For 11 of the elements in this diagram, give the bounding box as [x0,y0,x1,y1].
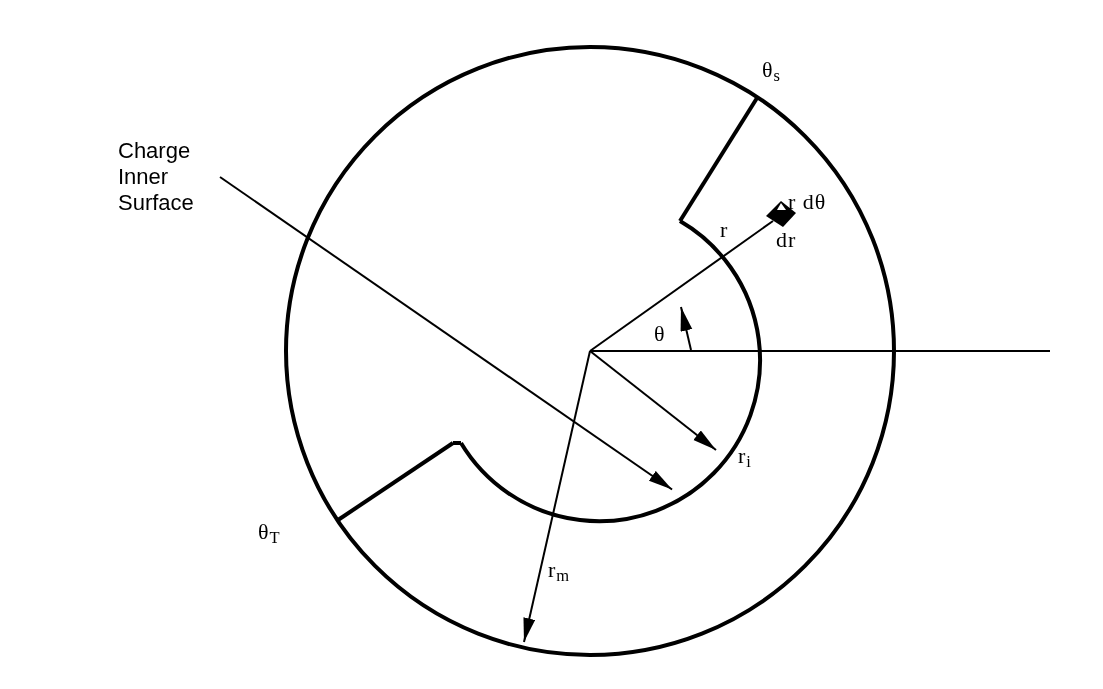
callout-text: Charge Inner Surface [118,138,218,216]
leader-arrow [219,176,674,491]
symbol-label: θ$_{T}$ [258,520,281,544]
symbol-label: θ$_{s}$ [762,58,781,82]
symbol-label: r dθ [788,190,827,214]
symbol-label: r$_{m}$ [548,558,571,582]
symbol-label: dr [776,228,797,252]
symbol-label: θ [654,322,666,346]
symbol-label: r [720,218,729,242]
symbol-label: r$_{i}$ [738,444,752,468]
inner-surface-arc [459,219,762,523]
